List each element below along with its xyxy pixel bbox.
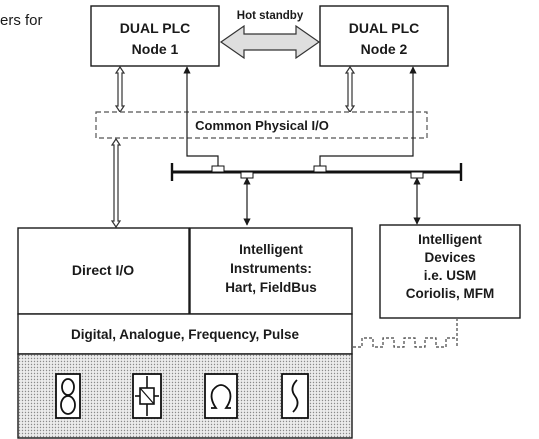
plc-node-2-label: Node 2 — [361, 41, 408, 57]
devices-line-2: Devices — [424, 250, 475, 265]
bridge-sensor-icon — [132, 373, 162, 419]
common-io-to-direct-io-connector — [110, 137, 122, 229]
fieldbus-line — [170, 163, 463, 181]
pulse-signal-wave — [353, 319, 458, 348]
hot-standby-label: Hot standby — [237, 10, 304, 22]
instruments-line-2: Instruments: — [230, 261, 312, 276]
caption-fragment: ers for — [0, 12, 43, 29]
signal-types-label: Digital, Analogue, Frequency, Pulse — [71, 327, 300, 342]
instruments-line-3: Hart, FieldBus — [225, 280, 317, 295]
figure-eight-sensor-icon — [55, 373, 81, 419]
devices-line-4: Coriolis, MFM — [406, 286, 495, 301]
plc-node-1-title: DUAL PLC — [120, 20, 191, 36]
common-physical-io-box — [95, 111, 428, 139]
plc-node-1-label: Node 1 — [132, 41, 179, 57]
intelligent-devices-box: Intelligent Devices i.e. USM Coriolis, M… — [379, 224, 521, 319]
intelligent-instruments-box: Intelligent Instruments: Hart, FieldBus — [189, 227, 353, 315]
node2-bus-link — [319, 66, 417, 166]
direct-io-box: Direct I/O — [17, 227, 190, 315]
signal-types-box: Digital, Analogue, Frequency, Pulse — [17, 313, 353, 355]
instruments-line-1: Intelligent — [239, 242, 303, 257]
node1-bus-link — [183, 66, 219, 166]
devices-line-3: i.e. USM — [424, 268, 477, 283]
plc-node-2-title: DUAL PLC — [349, 20, 420, 36]
hot-standby-double-arrow — [219, 24, 321, 60]
sine-wave-sensor-icon — [281, 373, 309, 419]
plc-node-1: DUAL PLC Node 1 — [90, 5, 220, 67]
direct-io-label: Direct I/O — [72, 262, 134, 278]
devices-line-1: Intelligent — [418, 232, 482, 247]
node2-io-connector — [344, 65, 356, 114]
common-physical-io-label: Common Physical I/O — [195, 118, 329, 133]
node1-io-connector — [114, 65, 126, 114]
plc-node-2: DUAL PLC Node 2 — [319, 5, 449, 67]
omega-sensor-icon — [204, 373, 238, 419]
